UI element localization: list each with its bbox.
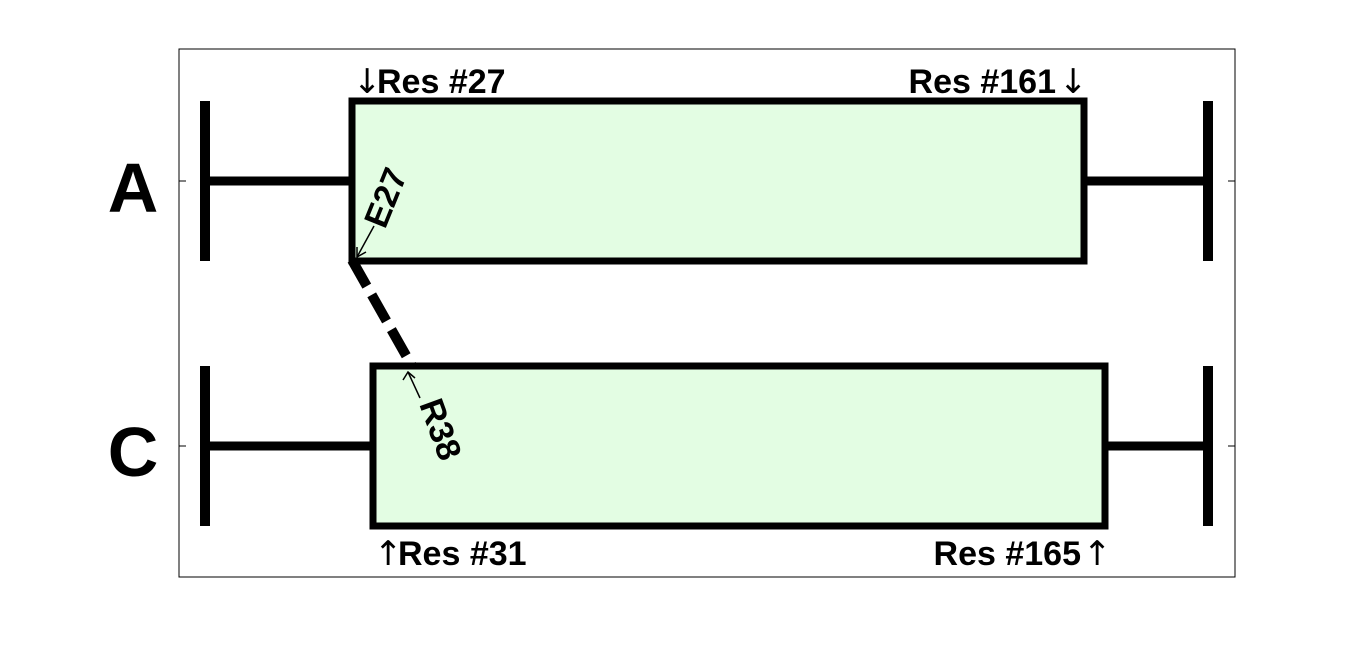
chain-c-label: C <box>108 413 159 491</box>
contact-a-arrowhead <box>356 247 367 259</box>
contact-dashed-line <box>347 257 417 369</box>
plot-frame <box>178 48 1236 578</box>
chain-a-end-label: Res #161 <box>909 63 1056 101</box>
chain-c-domain-box <box>369 362 1109 530</box>
chain-c: C ↑ Res #31 Res #165 ↑ <box>108 362 1213 574</box>
chain-a-end-arrow: ↓ <box>1059 62 1088 102</box>
contact-a-pointer <box>356 225 375 258</box>
chain-c-end-label: Res #165 <box>934 535 1081 573</box>
contact-c-pointer <box>407 371 421 399</box>
chain-c-start-label: Res #31 <box>398 535 527 573</box>
contact-c-arrowhead <box>402 370 416 381</box>
chain-a-start-label: Res #27 <box>377 63 506 101</box>
chain-a: A ↓ Res #27 Res #161 ↓ <box>108 62 1213 265</box>
chain-a-label: A <box>108 149 159 227</box>
chain-a-start-arrow: ↓ <box>353 62 382 102</box>
chain-c-end-arrow: ↑ <box>1083 534 1112 574</box>
chain-a-domain-box <box>348 97 1088 265</box>
chain-c-start-arrow: ↑ <box>374 534 403 574</box>
